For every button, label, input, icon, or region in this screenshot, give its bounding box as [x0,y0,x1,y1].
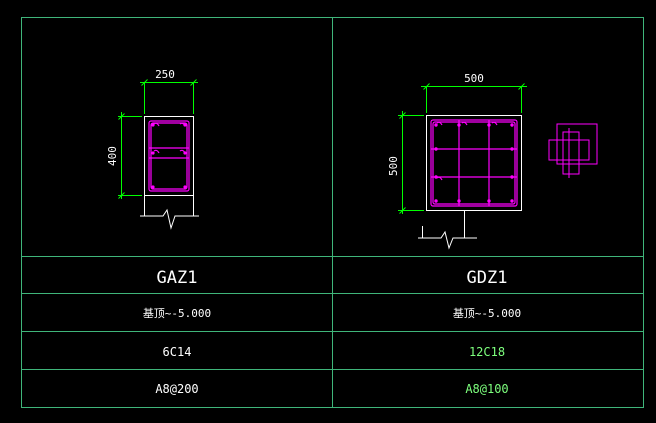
gaz1-height-dimension [118,112,142,199]
gdz1-elevation: 基顶~-5.000 [453,307,521,320]
gaz1-height-label: 400 [106,146,119,166]
table-text: GAZ1 GDZ1 基顶~-5.000 基顶~-5.000 6C14 12C18… [143,268,521,396]
gdz1-stirrup-detail [548,123,598,178]
gdz1-width-label: 500 [464,72,484,85]
gaz1-stirrup: A8@200 [155,382,198,396]
gdz1-concrete-outline [426,115,522,211]
gaz1-section: 250 400 [106,68,199,230]
table-grid [21,17,644,408]
gdz1-stirrups [430,119,518,207]
gdz1-longitudinal-rebar: 12C18 [469,345,505,359]
gaz1-width-dimension [140,79,198,114]
gaz1-name: GAZ1 [157,268,198,288]
gdz1-stirrup: A8@100 [465,382,508,396]
gdz1-longitudinal-bars [434,123,514,203]
gaz1-width-label: 250 [155,68,175,81]
gaz1-longitudinal-bars [151,123,187,189]
gaz1-elevation: 基顶~-5.000 [143,307,211,320]
gdz1-height-label: 500 [387,156,400,176]
gaz1-stirrups [148,120,190,192]
gdz1-height-dimension [398,111,424,214]
gdz1-width-dimension [421,83,527,113]
gdz1-name: GDZ1 [467,268,508,288]
gdz1-base [418,210,477,250]
gaz1-longitudinal-rebar: 6C14 [163,345,192,359]
gaz1-concrete-outline [144,116,194,196]
gaz1-base [140,195,199,230]
gdz1-section: 500 500 [387,72,598,250]
